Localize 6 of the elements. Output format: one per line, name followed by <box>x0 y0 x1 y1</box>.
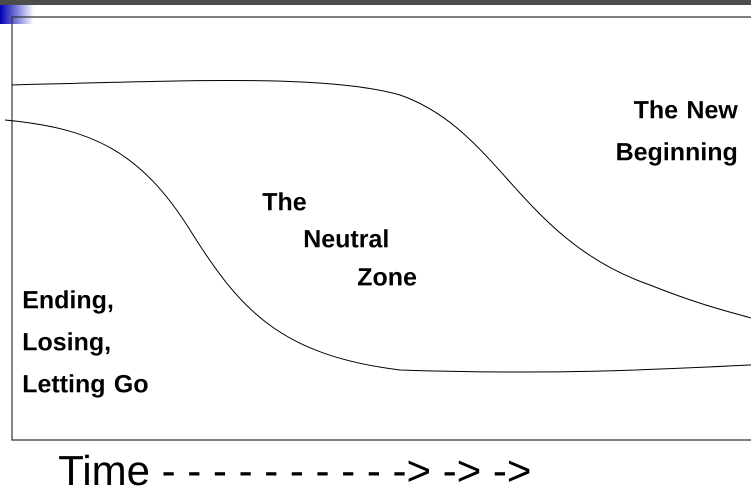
phase-label: The New Beginning <box>617 100 738 166</box>
phase-label: Ending, Losing, Letting Go <box>24 290 148 398</box>
phase-label: Neutral <box>304 229 388 248</box>
phase-label: The <box>262 192 306 211</box>
phase-label: Zone <box>358 268 416 286</box>
phase-label: Time - - - - - - - - - -> -> -> <box>59 454 530 486</box>
